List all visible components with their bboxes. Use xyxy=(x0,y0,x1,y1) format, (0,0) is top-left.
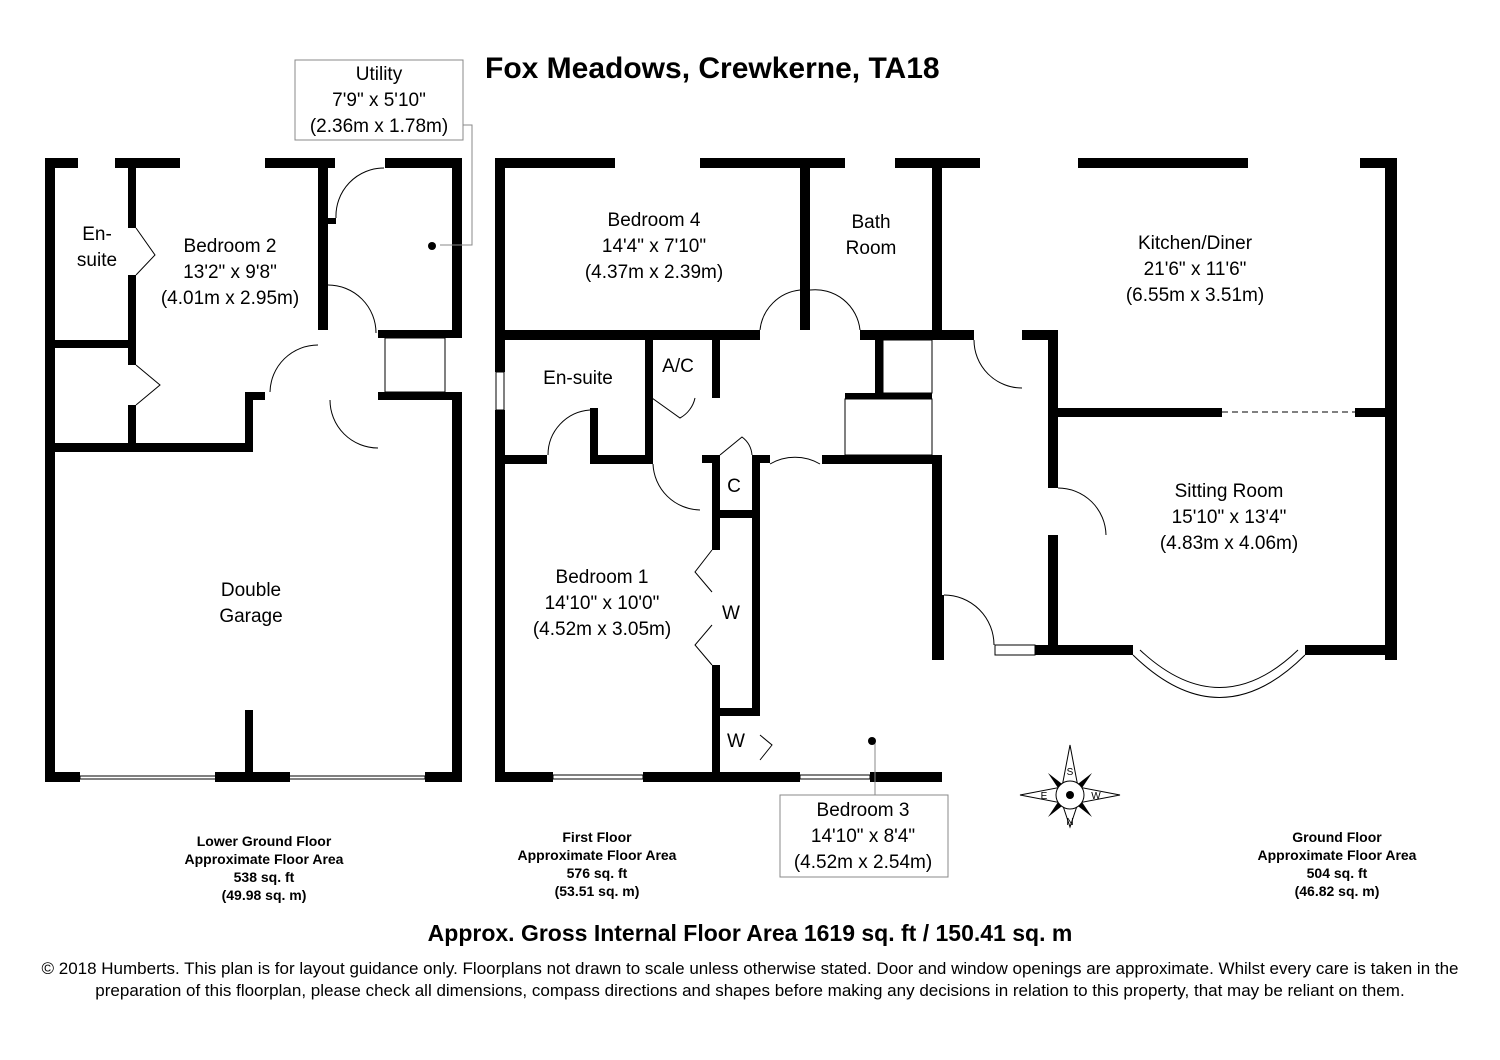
floor-area-label: Approximate Floor Area xyxy=(184,851,344,867)
room-bedroom1: Bedroom 1 14'10" x 10'0" (4.52m x 3.05m) xyxy=(533,565,671,643)
room-bedroom3: Bedroom 3 14'10" x 8'4" (4.52m x 2.54m) xyxy=(794,798,932,876)
room-imperial: 21'6" x 11'6" xyxy=(1143,259,1247,280)
room-wardrobe-2: W xyxy=(727,731,745,752)
room-name: Utility xyxy=(355,64,403,85)
room-name: Garage xyxy=(219,606,283,627)
room-cupboard: C xyxy=(727,476,741,497)
compass-n: N xyxy=(1066,817,1073,828)
floor-name: Lower Ground Floor xyxy=(196,833,332,849)
floor-area-label: Approximate Floor Area xyxy=(517,847,677,863)
floor-area-sqm: (46.82 sq. m) xyxy=(1294,883,1380,899)
room-utility: Utility 7'9" x 5'10" (2.36m x 1.78m) xyxy=(310,62,448,140)
room-name: Bedroom 4 xyxy=(607,210,701,231)
floor-area-ground: Ground Floor Approximate Floor Area 504 … xyxy=(1258,828,1417,900)
room-garage: Double Garage xyxy=(219,578,282,630)
room-name: Bedroom 1 xyxy=(555,567,649,588)
floor-area-label: Approximate Floor Area xyxy=(1257,847,1417,863)
compass-e: E xyxy=(1041,791,1048,802)
floor-area-sqft: 576 sq. ft xyxy=(566,865,628,881)
room-imperial: 14'10" x 8'4" xyxy=(810,826,916,847)
room-metric: (4.52m x 3.05m) xyxy=(532,619,672,640)
room-sitting-room: Sitting Room 15'10" x 13'4" (4.83m x 4.0… xyxy=(1160,479,1298,557)
room-name: Sitting Room xyxy=(1174,481,1284,502)
room-ensuite-first: En-suite xyxy=(543,368,613,389)
gross-floor-area: Approx. Gross Internal Floor Area 1619 s… xyxy=(427,920,1073,946)
room-ac: A/C xyxy=(662,356,694,377)
room-bedroom4: Bedroom 4 14'4" x 7'10" (4.37m x 2.39m) xyxy=(585,208,723,286)
room-imperial: 7'9" x 5'10" xyxy=(332,90,426,111)
room-name: Bedroom 2 xyxy=(183,236,277,257)
disclaimer: © 2018 Humberts. This plan is for layout… xyxy=(41,959,1459,1000)
compass-s: S xyxy=(1067,767,1074,778)
fixtures xyxy=(428,242,876,745)
room-name: Bath xyxy=(851,212,891,233)
room-imperial: 13'2" x 9'8" xyxy=(183,262,277,283)
walls xyxy=(45,158,1397,782)
room-metric: (4.01m x 2.95m) xyxy=(160,288,300,309)
door-swings xyxy=(79,59,1355,878)
room-name: Double xyxy=(220,580,282,601)
compass-w: W xyxy=(1091,791,1101,802)
floor-area-sqft: 538 sq. ft xyxy=(233,869,295,885)
floor-area-sqm: (49.98 sq. m) xyxy=(221,887,307,903)
room-name: Bedroom 3 xyxy=(816,800,910,821)
floor-area-lower: Lower Ground Floor Approximate Floor Are… xyxy=(185,832,344,904)
floor-name: Ground Floor xyxy=(1292,829,1382,845)
page-title: Fox Meadows, Crewkerne, TA18 xyxy=(485,52,940,85)
floor-name: First Floor xyxy=(562,829,632,845)
room-metric: (2.36m x 1.78m) xyxy=(309,116,449,137)
floor-area-first: First Floor Approximate Floor Area 576 s… xyxy=(518,828,677,900)
room-imperial: 15'10" x 13'4" xyxy=(1171,507,1287,528)
floor-area-sqft: 504 sq. ft xyxy=(1306,865,1368,881)
room-imperial: 14'10" x 10'0" xyxy=(544,593,660,614)
room-kitchen-diner: Kitchen/Diner 21'6" x 11'6" (6.55m x 3.5… xyxy=(1126,231,1264,309)
room-ensuite-lower: En- suite xyxy=(77,222,117,274)
room-bedroom2: Bedroom 2 13'2" x 9'8" (4.01m x 2.95m) xyxy=(161,234,299,312)
room-name: Kitchen/Diner xyxy=(1137,233,1253,254)
compass-icon: S N E W xyxy=(1019,744,1121,829)
room-name: Room xyxy=(845,238,897,259)
room-metric: (4.83m x 4.06m) xyxy=(1159,533,1299,554)
room-name: En- xyxy=(82,224,112,245)
room-name: suite xyxy=(76,250,118,271)
room-bathroom: Bath Room xyxy=(846,210,897,262)
room-metric: (4.52m x 2.54m) xyxy=(793,852,933,873)
room-metric: (6.55m x 3.51m) xyxy=(1125,285,1265,306)
room-metric: (4.37m x 2.39m) xyxy=(584,262,724,283)
room-wardrobe-1: W xyxy=(722,603,740,624)
room-imperial: 14'4" x 7'10" xyxy=(601,236,707,257)
floor-area-sqm: (53.51 sq. m) xyxy=(554,883,640,899)
